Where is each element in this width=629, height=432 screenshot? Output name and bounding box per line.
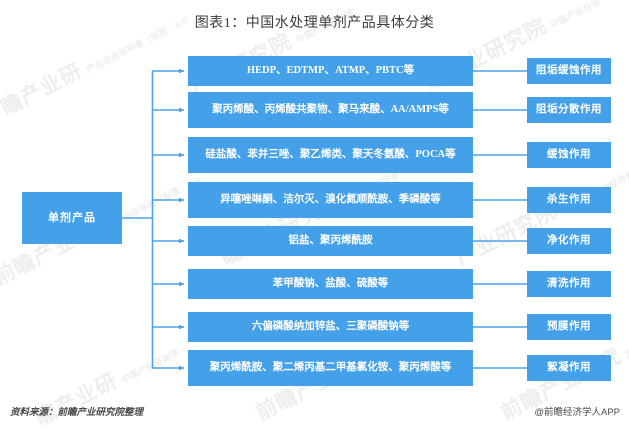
effect-node-5[interactable]: 净化作用 [527,228,611,254]
effect-node-4[interactable]: 杀生作用 [527,187,611,213]
brand-watermark-label: @前瞻经济学人APP [534,407,620,418]
product-node-3[interactable]: 硅盐酸、苯并三唑、聚乙烯类、聚天冬氨酸、POCA等 [188,137,473,173]
product-node-8[interactable]: 聚丙烯酰胺、聚二烯丙基二甲基氯化铵、聚丙烯酸等 [188,350,473,386]
effect-node-8[interactable]: 絮凝作用 [527,355,611,381]
effect-node-3[interactable]: 缓蚀作用 [527,142,611,168]
effect-node-6[interactable]: 清洗作用 [527,271,611,297]
product-node-2[interactable]: 聚丙烯酸、丙烯酸共聚物、聚马来酸、AA/AMPS等 [188,92,473,128]
product-node-1[interactable]: HEDP、EDTMP、ATMP、PBTC等 [188,56,473,86]
source-note: 资料来源：前瞻产业研究院整理 [10,408,144,418]
effect-node-2[interactable]: 阻垢分散作用 [527,97,611,123]
root-node-single-agent-products[interactable]: 单剂产品 [22,192,122,244]
product-node-6[interactable]: 苯甲酸钠、盐酸、硫酸等 [188,269,473,299]
product-node-7[interactable]: 六偏磷酸纳加锌盐、三聚磷酸钠等 [188,312,473,342]
effect-node-1[interactable]: 阻垢缓蚀作用 [527,58,611,84]
product-node-5[interactable]: 铝盐、聚丙烯酰胺 [188,226,473,256]
page-title: 图表1：中国水处理单剂产品具体分类 [194,16,435,31]
effect-node-7[interactable]: 预膜作用 [527,314,611,340]
product-node-4[interactable]: 异噻唑啉酮、洁尔灭、溴化氮顺酰胺、季磷酸等 [188,182,473,218]
